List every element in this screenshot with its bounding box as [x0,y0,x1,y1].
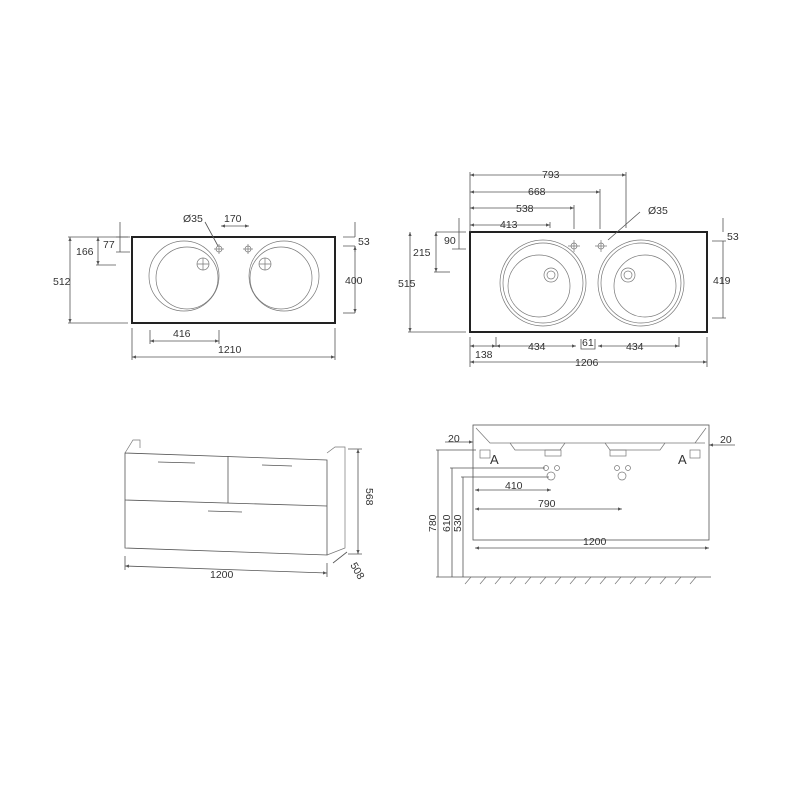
dim-label: Ø35 [183,213,203,225]
dim-label: 166 [76,246,94,258]
dim-label: 793 [542,169,560,181]
section-marker: A [490,452,499,467]
dim-label: 434 [626,341,644,353]
dim-label: 61 [582,337,594,349]
countertop-outline [469,231,708,333]
dim-label: 780 [427,514,439,532]
dim-label: 568 [363,488,375,506]
dim-label: 1200 [210,569,234,581]
dim-label: 1200 [583,536,607,548]
dim-label: 419 [713,275,731,287]
dim-label: 512 [53,276,71,288]
dim-label: 413 [500,219,518,231]
dim-label: 20 [720,434,732,446]
dim-label: 138 [475,349,493,361]
dim-label: 400 [345,275,363,287]
dim-label: 790 [538,498,556,510]
dim-label: 53 [358,236,370,248]
drain-icon [543,267,559,283]
cabinet-perspective: 568 1200 508 [124,439,375,582]
dim-label: Ø35 [648,205,668,217]
dim-label: 53 [727,231,739,243]
waste-outlet-icon [617,471,627,481]
dim-label: 416 [173,328,191,340]
front-elevation: A A 20 20 410 790 1200 780 610 530 [427,424,735,585]
dim-label: 410 [505,480,523,492]
dim-label: 1210 [218,344,242,356]
dim-label: 668 [528,186,546,198]
dim-label: 90 [444,235,456,247]
dim-label: 508 [347,561,366,582]
dim-label: 530 [452,514,464,532]
water-supply-icon [614,465,620,471]
dim-label: 1206 [575,357,599,369]
dim-label: 434 [528,341,546,353]
basin-bowl-right [597,239,685,327]
drain-icon [620,267,636,283]
dim-label: 215 [413,247,431,259]
waste-outlet-icon [546,471,556,481]
dim-label: 20 [448,433,460,445]
basin-plan-left: Ø35 170 77 166 512 53 400 416 1210 [53,213,370,360]
countertop-outline [131,236,336,324]
basin-bowl-left [148,240,220,312]
dim-label: 170 [224,213,242,225]
dim-label: 77 [103,239,115,251]
basin-bowl-left [499,239,587,327]
section-marker: A [678,452,687,467]
basin-bowl-right [248,240,320,312]
dim-label: 515 [398,278,416,290]
cabinet-outline [472,424,710,541]
basin-plan-right: 793 668 538 413 Ø35 90 215 515 53 419 13… [398,169,739,369]
dim-label: 538 [516,203,534,215]
dim-label: 610 [441,514,453,532]
